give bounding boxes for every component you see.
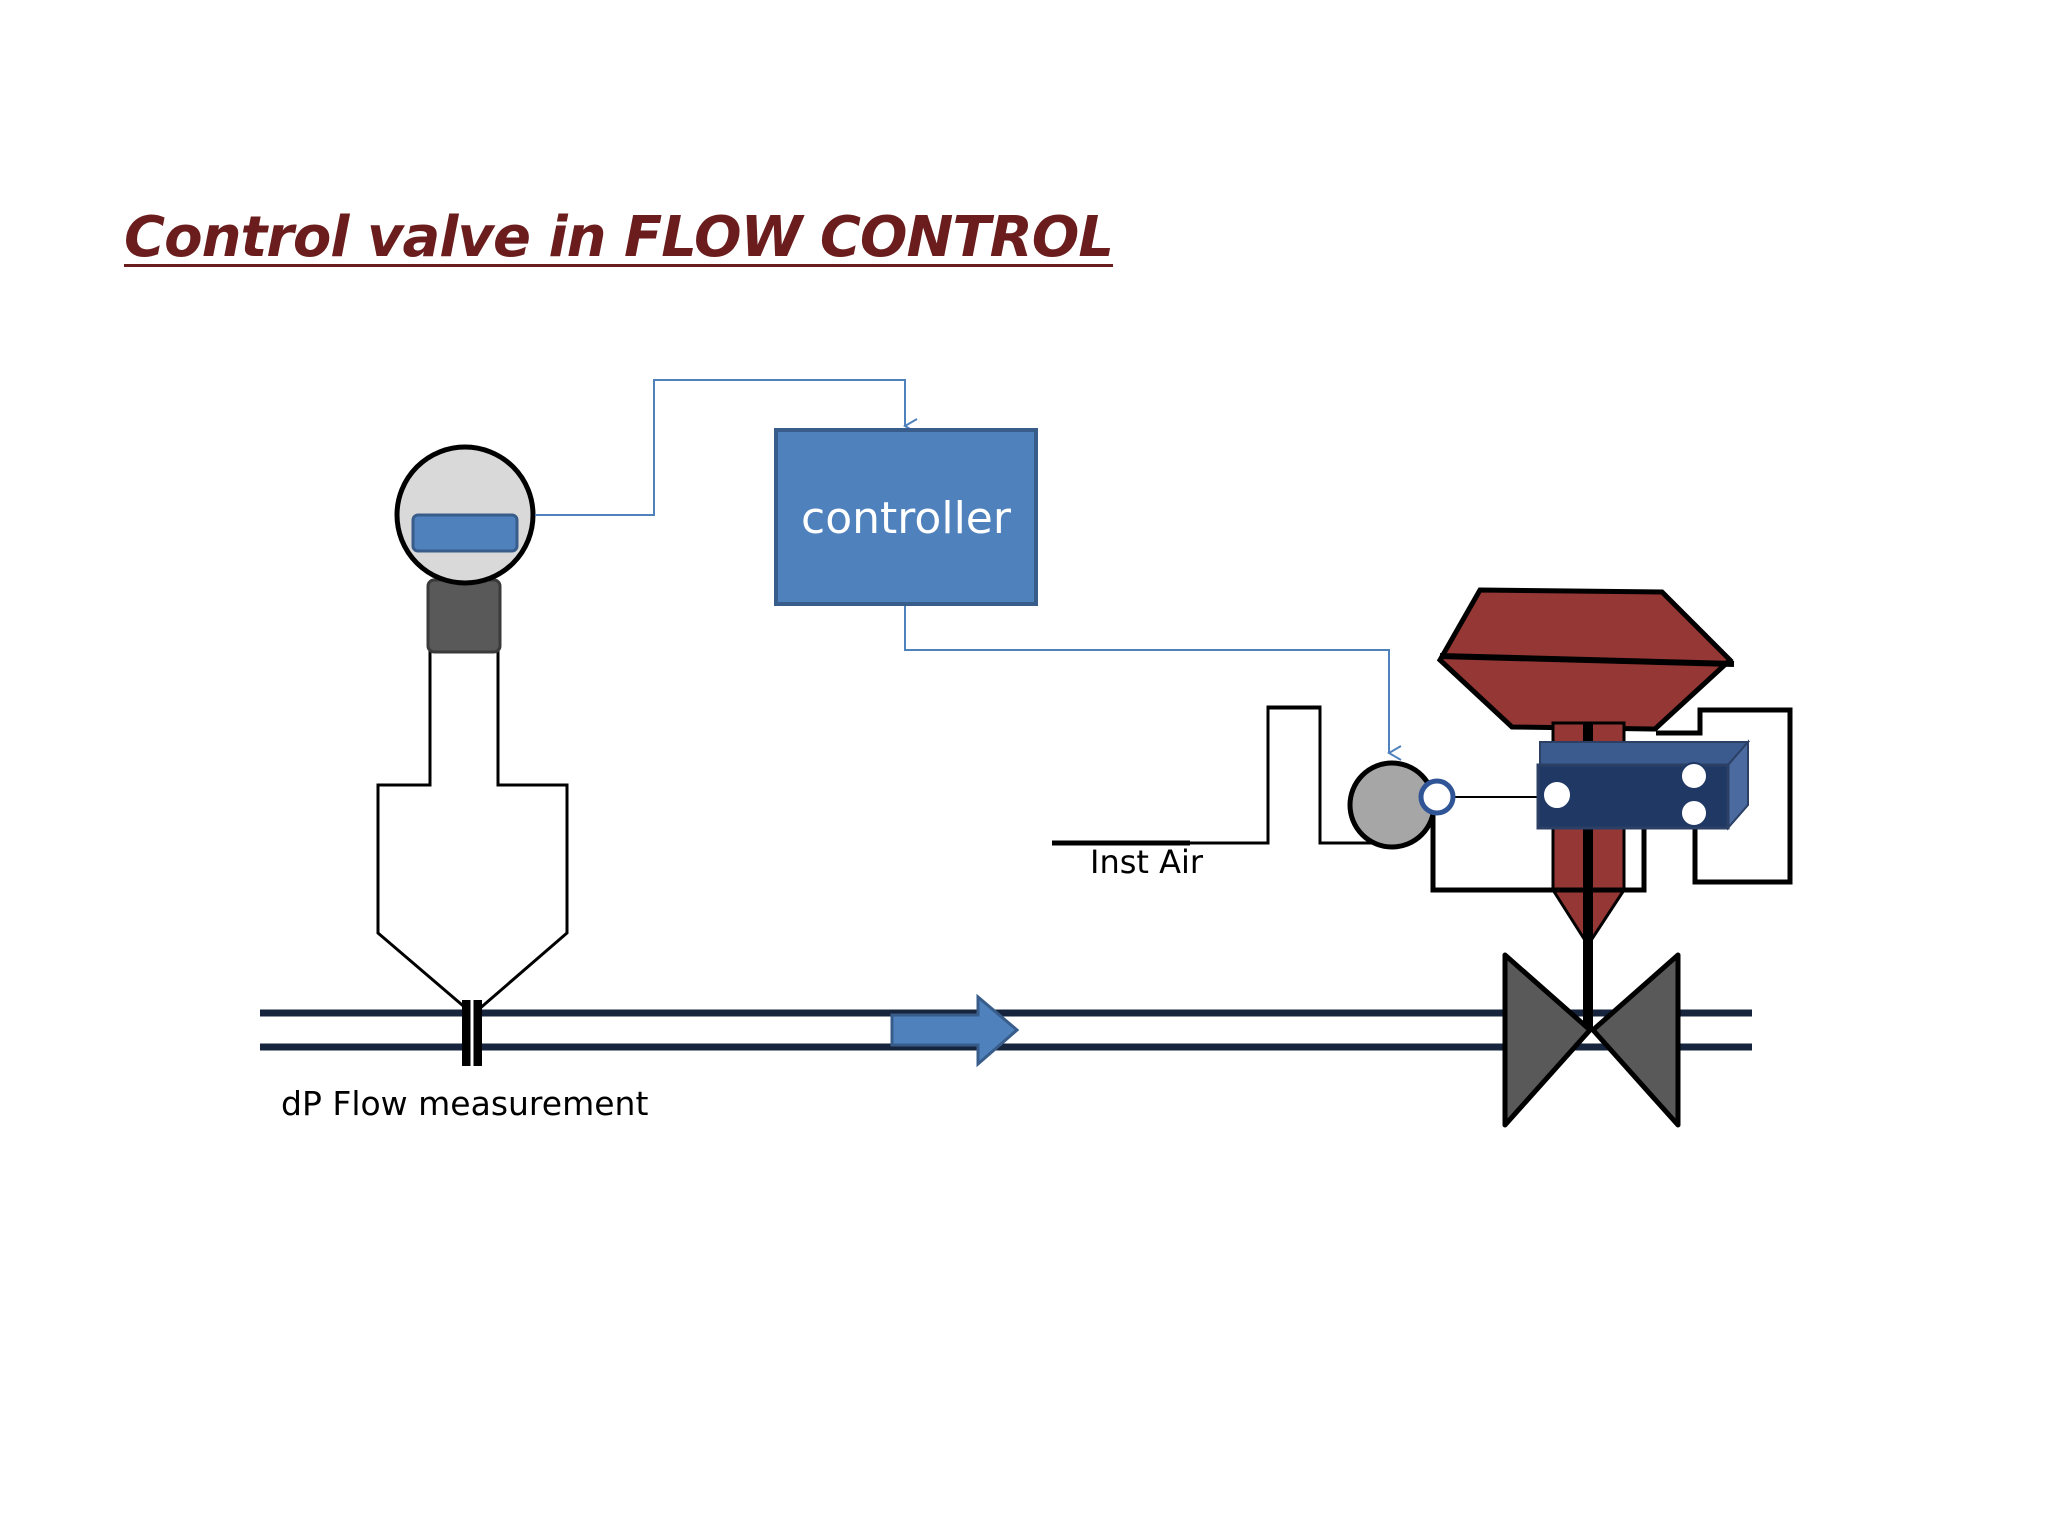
dp-transmitter xyxy=(376,444,569,1066)
positioner-port-bottom xyxy=(1680,799,1708,827)
page-title: Control valve in FLOW CONTROL xyxy=(124,205,1114,270)
inst-air-label: Inst Air xyxy=(1090,843,1204,881)
dp-flow-label: dP Flow measurement xyxy=(281,1084,648,1123)
inst-air-line xyxy=(1052,705,1372,845)
positioner-port-left xyxy=(1542,780,1572,810)
valve-body-left xyxy=(1502,952,1593,1128)
control-valve xyxy=(1347,587,1793,1128)
transmitter-display xyxy=(411,513,519,553)
impulse-lines xyxy=(376,640,569,1012)
flow-direction-arrow xyxy=(890,993,1020,1068)
positioner-port-top xyxy=(1680,762,1708,790)
positioner-tubing xyxy=(1656,707,1793,885)
valve-body-right xyxy=(1590,952,1681,1128)
controller-output-line xyxy=(904,604,1402,761)
transmitter-signal-line xyxy=(535,379,918,516)
controller-label: controller xyxy=(801,493,1012,544)
transmitter-neck xyxy=(426,578,502,654)
ip-converter-port xyxy=(1418,778,1456,816)
controller-box xyxy=(774,428,1038,606)
